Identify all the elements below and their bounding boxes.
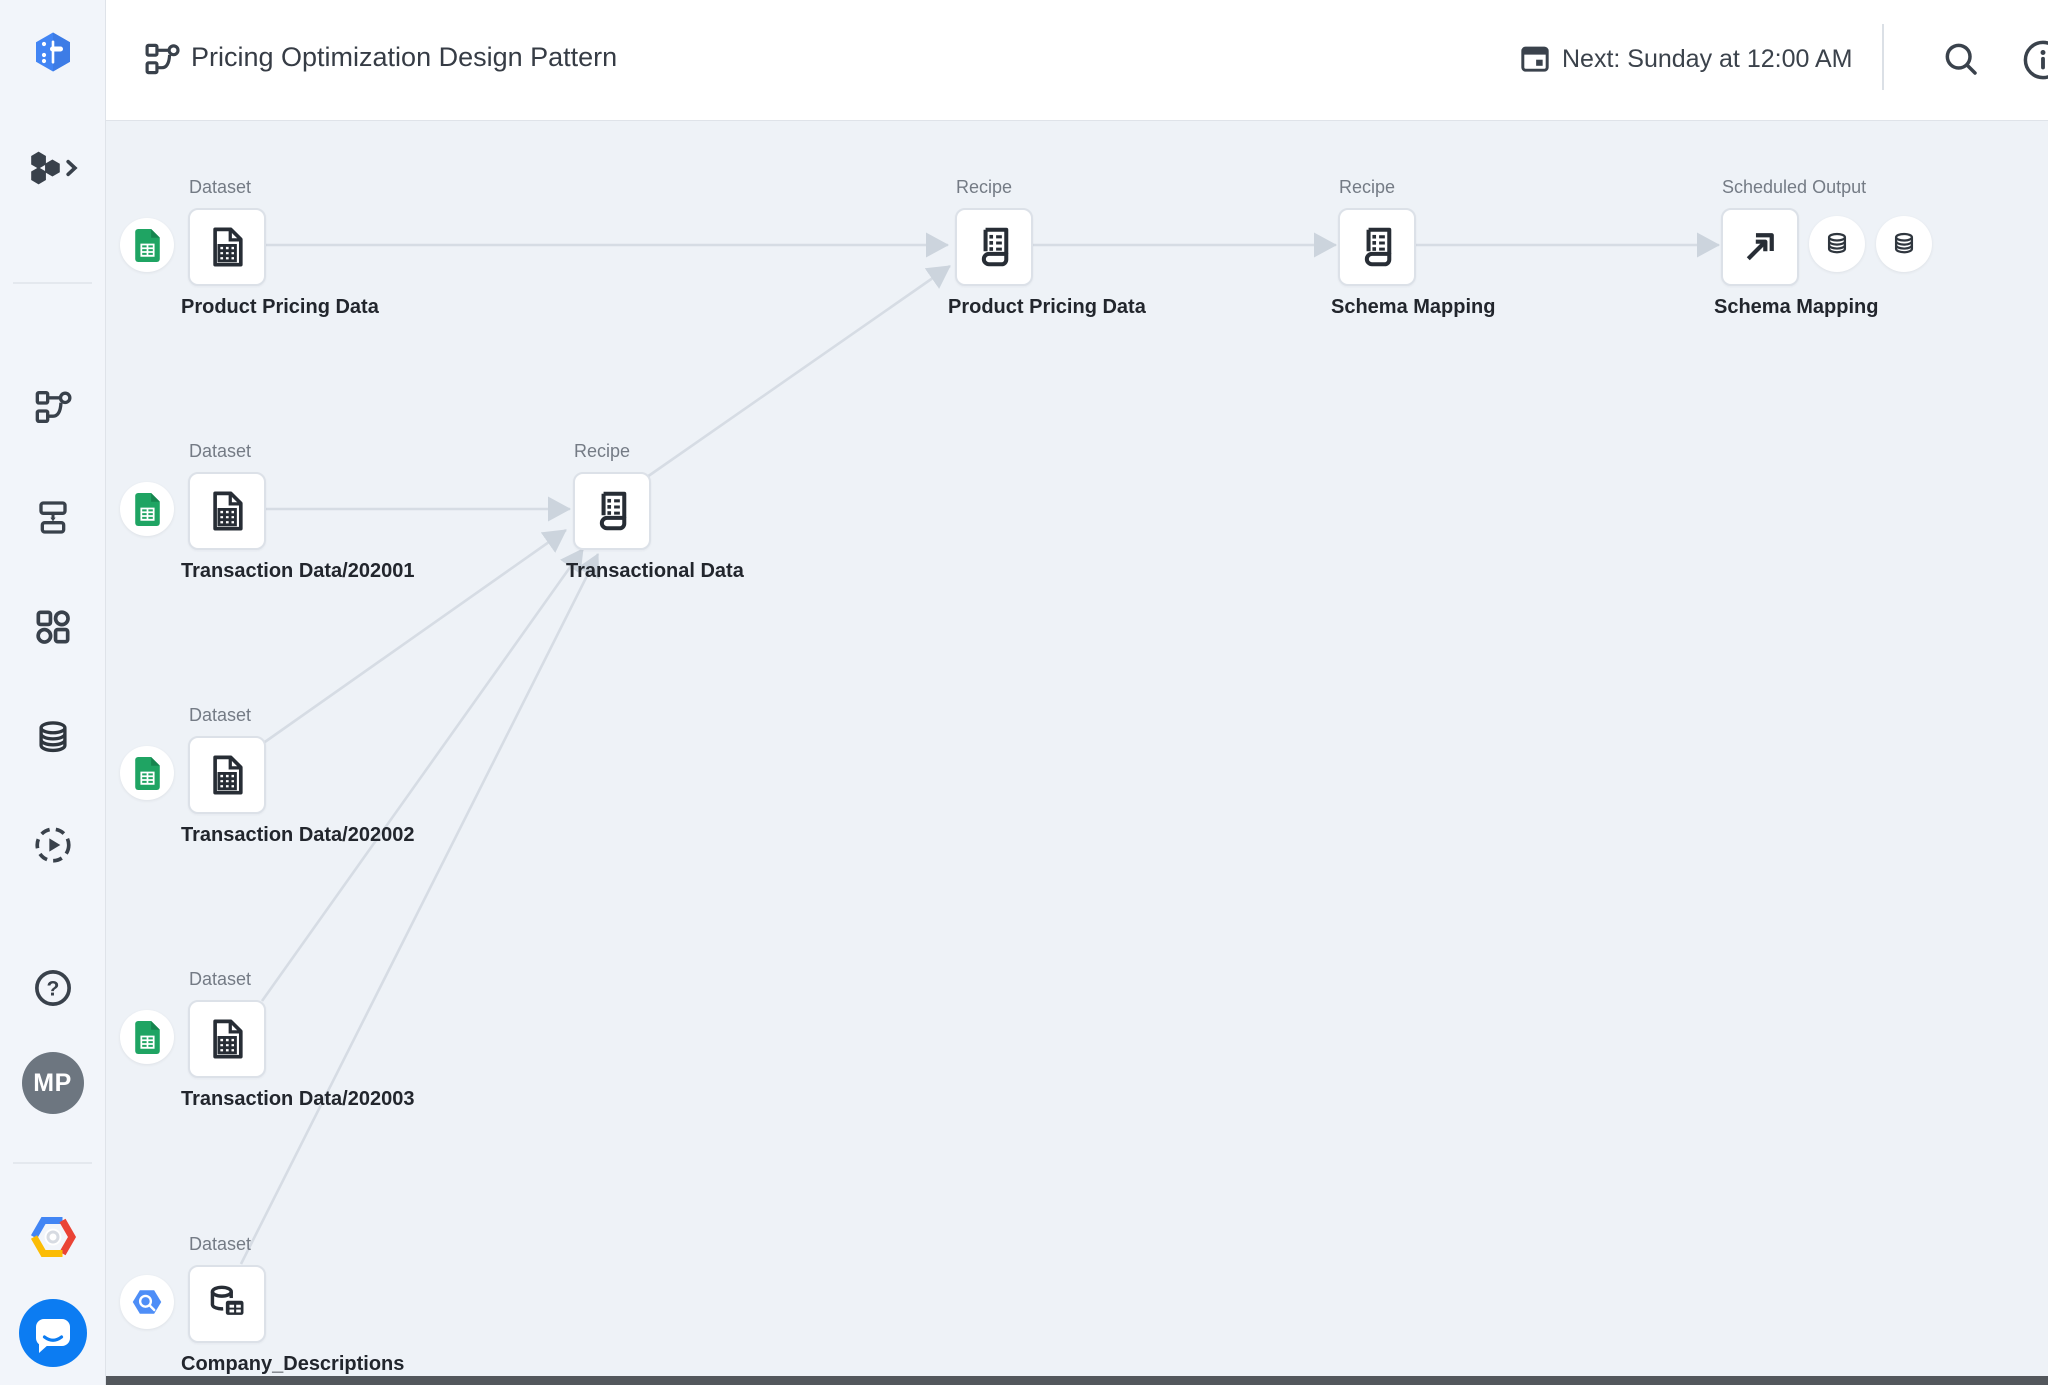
node-title[interactable]: Product Pricing Data — [948, 296, 1146, 318]
flow-title: Pricing Optimization Design Pattern — [191, 42, 618, 72]
import-export-icon — [33, 497, 73, 537]
bigquery-table-icon — [204, 1281, 250, 1327]
google-sheets-icon — [135, 1021, 160, 1054]
edge-transactional-to-ppd-recipe — [646, 264, 951, 479]
help-icon: ? — [34, 970, 71, 1006]
edge-202003-to-transactional — [260, 548, 585, 1002]
edge-company-to-transactional — [239, 553, 600, 1265]
header: Pricing Optimization Design Pattern Next… — [105, 0, 2048, 121]
recipe-card[interactable] — [573, 472, 651, 550]
sidebar-item-run-jobs[interactable] — [0, 823, 105, 867]
sidebar-item-flows-expand[interactable] — [0, 150, 105, 186]
database-icon — [1890, 230, 1918, 258]
file-spreadsheet-icon — [204, 224, 250, 270]
sidebar-divider — [13, 282, 92, 284]
node-type-label: Dataset — [189, 441, 252, 461]
node-type-label: Dataset — [189, 1234, 252, 1254]
sidebar-item-library[interactable] — [0, 605, 105, 649]
sidebar-item-flows[interactable] — [0, 387, 105, 427]
dataset-card[interactable] — [188, 472, 266, 550]
node-type-label: Recipe — [574, 441, 631, 461]
node-dataset-transaction-202002: Dataset Transaction Data/202002 — [120, 705, 414, 846]
google-cloud-logo[interactable] — [0, 1215, 105, 1259]
svg-text:?: ? — [46, 977, 59, 1000]
file-spreadsheet-icon — [204, 1016, 250, 1062]
bigquery-badge — [120, 1275, 174, 1329]
recipe-scroll-icon — [971, 224, 1017, 270]
sidebar-divider — [13, 1162, 92, 1164]
scheduled-output-card[interactable] — [1721, 208, 1799, 286]
export-arrow-icon — [1738, 225, 1782, 269]
bigquery-icon — [132, 1287, 162, 1317]
google-sheets-icon — [135, 229, 160, 262]
recipe-scroll-icon — [589, 488, 635, 534]
file-spreadsheet-icon — [204, 752, 250, 798]
output-destination-1[interactable] — [1809, 216, 1865, 272]
node-type-label: Dataset — [189, 705, 252, 725]
recipe-card[interactable] — [1338, 208, 1416, 286]
node-type-label: Dataset — [189, 969, 252, 989]
dataset-card[interactable] — [188, 736, 266, 814]
sidebar-item-import-export[interactable] — [0, 497, 105, 537]
bottom-panel-edge[interactable] — [105, 1376, 2048, 1385]
recipe-scroll-icon — [1354, 224, 1400, 270]
node-dataset-company-descriptions: Dataset Company_Descriptions — [120, 1234, 404, 1375]
node-type-label: Scheduled Output — [1722, 177, 1867, 197]
flow-icon — [33, 387, 73, 427]
file-spreadsheet-icon — [204, 488, 250, 534]
google-sheets-badge — [120, 218, 174, 272]
node-dataset-transaction-202001: Dataset Transaction Data/202001 — [120, 441, 414, 582]
user-avatar[interactable]: MP — [0, 1052, 105, 1114]
chat-support-button[interactable] — [0, 1298, 105, 1368]
info-icon[interactable] — [2021, 38, 2048, 82]
header-divider — [1882, 24, 1884, 90]
sidebar-item-connections[interactable] — [0, 717, 105, 759]
node-title[interactable]: Schema Mapping — [1331, 296, 1496, 318]
google-sheets-badge — [120, 746, 174, 800]
database-icon — [32, 717, 74, 759]
dataset-card[interactable] — [188, 1000, 266, 1078]
recipe-card[interactable] — [955, 208, 1033, 286]
calendar-schedule-icon — [1518, 41, 1552, 75]
node-title[interactable]: Transaction Data/202002 — [181, 824, 415, 846]
left-nav: ? MP — [0, 0, 106, 1385]
run-jobs-icon — [31, 823, 75, 867]
node-type-label: Recipe — [956, 177, 1013, 197]
output-destination-2[interactable] — [1876, 216, 1932, 272]
search-icon[interactable] — [1941, 39, 1981, 79]
node-output-schema-mapping: Scheduled Output Schema Mapping — [1714, 177, 1932, 318]
node-recipe-product-pricing-data: Recipe Product Pricing Data — [948, 177, 1146, 318]
node-title[interactable]: Schema Mapping — [1714, 296, 1879, 318]
avatar-initials: MP — [33, 1068, 72, 1097]
dataprep-logo-icon — [35, 32, 70, 72]
chat-bubble-icon — [18, 1299, 87, 1367]
sidebar-item-help[interactable]: ? — [0, 966, 105, 1010]
node-title[interactable]: Company_Descriptions — [181, 1353, 405, 1375]
node-title[interactable]: Transactional Data — [566, 560, 744, 582]
node-recipe-schema-mapping: Recipe Schema Mapping — [1331, 177, 1495, 318]
node-dataset-product-pricing-data: Dataset Product Pricing Data — [120, 177, 379, 318]
node-recipe-transactional-data: Recipe Transactional Data — [566, 441, 744, 582]
dataset-card[interactable] — [188, 1265, 266, 1343]
dataset-card[interactable] — [188, 208, 266, 286]
hexagons-expand-icon — [27, 150, 79, 186]
node-type-label: Recipe — [1339, 177, 1396, 197]
google-sheets-badge — [120, 482, 174, 536]
database-icon — [1823, 230, 1851, 258]
dataprep-logo[interactable] — [0, 31, 105, 75]
node-title[interactable]: Product Pricing Data — [181, 296, 379, 318]
google-cloud-logo-icon — [30, 1217, 76, 1257]
node-title[interactable]: Transaction Data/202001 — [181, 560, 415, 582]
next-run-schedule: Next: Sunday at 12:00 AM — [1562, 45, 1853, 73]
google-sheets-badge — [120, 1010, 174, 1064]
node-dataset-transaction-202003: Dataset Transaction Data/202003 — [120, 969, 414, 1110]
google-sheets-icon — [135, 493, 160, 526]
library-grid-icon — [31, 605, 75, 649]
node-title[interactable]: Transaction Data/202003 — [181, 1088, 415, 1110]
flow-icon — [143, 40, 181, 78]
google-sheets-icon — [135, 757, 160, 790]
node-type-label: Dataset — [189, 177, 252, 197]
